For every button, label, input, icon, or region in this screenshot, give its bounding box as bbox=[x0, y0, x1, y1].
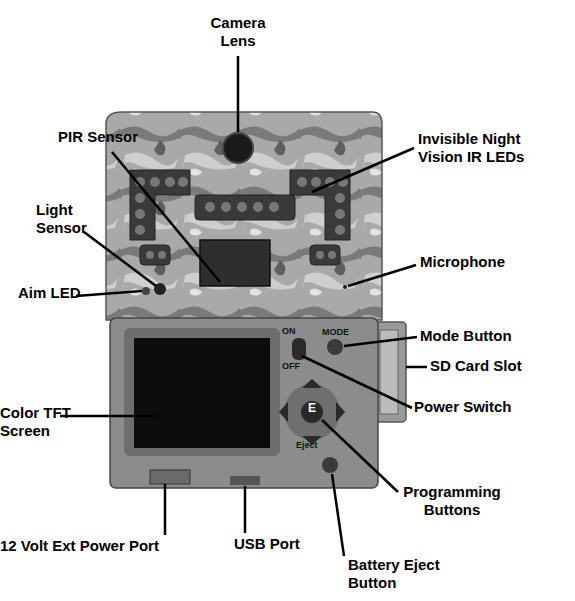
mode-button bbox=[327, 339, 343, 355]
part-label: USB Port bbox=[234, 535, 334, 553]
tft-screen bbox=[134, 338, 270, 448]
camera-body bbox=[106, 112, 382, 320]
part-label: Programming Buttons bbox=[396, 483, 508, 519]
control-panel bbox=[110, 318, 378, 488]
part-label: PIR Sensor bbox=[58, 128, 188, 146]
part-label: Light Sensor bbox=[36, 201, 96, 237]
part-label: Aim LED bbox=[18, 284, 98, 302]
part-label: SD Card Slot bbox=[430, 357, 570, 375]
part-label: Power Switch bbox=[414, 398, 564, 416]
power-port bbox=[150, 470, 190, 484]
dpad-up bbox=[302, 379, 322, 388]
aim-led bbox=[142, 287, 150, 295]
panel-marking: E bbox=[304, 403, 320, 414]
eject-button bbox=[322, 457, 338, 473]
part-label: Color TFT Screen bbox=[0, 404, 80, 440]
dpad-right bbox=[336, 402, 345, 422]
panel-marking: MODE bbox=[322, 327, 358, 338]
enter-button bbox=[301, 401, 323, 423]
part-label: Mode Button bbox=[420, 327, 560, 345]
panel-marking: OFF bbox=[282, 361, 306, 372]
part-label: Camera Lens bbox=[200, 14, 276, 50]
dpad-ring bbox=[284, 384, 340, 440]
dpad-left bbox=[279, 402, 288, 422]
screen-bezel bbox=[124, 328, 280, 456]
part-label: Invisible Night Vision IR LEDs bbox=[418, 130, 553, 166]
part-label: Battery Eject Button bbox=[348, 556, 458, 592]
usb-port bbox=[230, 476, 260, 485]
panel-marking: Eject bbox=[296, 440, 330, 451]
microphone-hole bbox=[343, 285, 347, 289]
part-label: Microphone bbox=[420, 253, 550, 271]
part-label: 12 Volt Ext Power Port bbox=[0, 537, 220, 555]
panel-marking: ON bbox=[282, 326, 306, 337]
pir-window bbox=[200, 240, 270, 286]
camera-lens bbox=[223, 133, 253, 163]
